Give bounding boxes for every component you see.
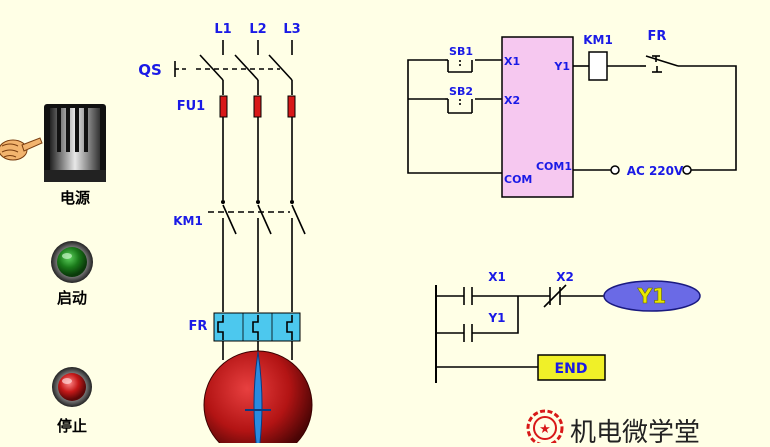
ladder-y1-contact: [436, 296, 519, 342]
ladder-x2-label: X2: [556, 270, 574, 284]
watermark-text: 机电微学堂: [570, 418, 700, 443]
ladder-x1-contact: [436, 287, 550, 305]
qs-label: QS: [138, 61, 162, 79]
plc-x1-label: X1: [504, 55, 520, 68]
ladder-y1-contact-label: Y1: [487, 311, 505, 325]
phase-wires-top: [222, 40, 293, 55]
motor: [203, 350, 313, 447]
fr-thermal-relay: [213, 312, 301, 360]
sb2-button[interactable]: [445, 98, 502, 114]
start-label: 启动: [57, 289, 87, 307]
watermark-logo-icon: ★: [526, 409, 564, 447]
phase-l2-label: L2: [249, 22, 266, 37]
ladder-x2-contact: [543, 284, 604, 308]
plc-com1-label: COM1: [536, 160, 572, 173]
km1-coil-label: KM1: [583, 33, 613, 47]
ladder-output-y1: [603, 280, 701, 312]
fr-contact-label: FR: [648, 29, 667, 44]
phase-l1-label: L1: [214, 22, 231, 37]
plc-box: [501, 36, 574, 198]
fuses: [219, 95, 296, 200]
ac-supply: [573, 165, 692, 175]
plc-x2-label: X2: [504, 94, 520, 107]
stop-lamp[interactable]: [52, 367, 92, 407]
km1-main-label: KM1: [173, 214, 203, 228]
start-lamp[interactable]: [51, 241, 93, 283]
plc-left-bus: [407, 59, 502, 174]
sb1-button[interactable]: [445, 59, 502, 73]
pointing-hand-icon: [0, 137, 43, 161]
qs-switch[interactable]: [174, 54, 293, 95]
svg-text:★: ★: [539, 422, 551, 437]
ac-supply-label: AC 220V: [627, 164, 684, 178]
ladder-output-label: Y1: [637, 284, 666, 308]
ladder-end-rung: [436, 354, 606, 381]
ladder-x1-label: X1: [488, 270, 506, 284]
fr-main-label: FR: [189, 319, 208, 334]
km1-coil: [573, 51, 640, 81]
fr-contact: [640, 55, 737, 171]
power-label: 电源: [60, 189, 90, 207]
ladder-end-label: END: [555, 361, 588, 377]
phase-l3-label: L3: [283, 22, 300, 37]
plc-com-label: COM: [504, 173, 532, 186]
power-switch[interactable]: [44, 104, 106, 182]
fu1-label: FU1: [177, 99, 205, 114]
km1-main-contacts: [208, 200, 306, 312]
sb2-label: SB2: [449, 85, 473, 98]
sb1-label: SB1: [449, 45, 473, 58]
plc-y1-label: Y1: [553, 60, 570, 73]
stop-label: 停止: [57, 417, 87, 435]
